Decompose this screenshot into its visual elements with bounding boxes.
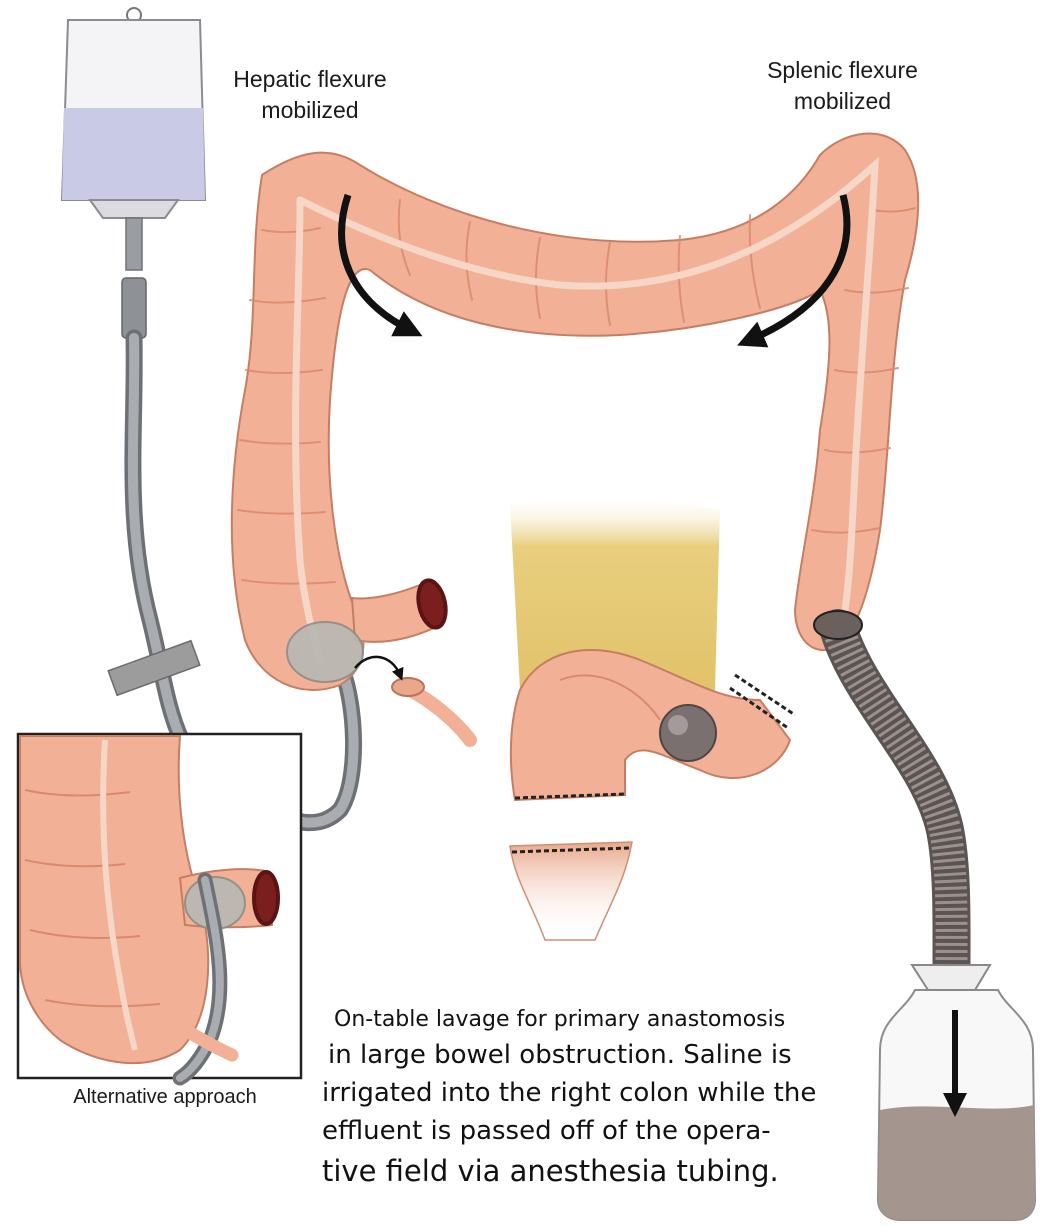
rectal-staple-line	[511, 846, 631, 854]
anesthesia-tubing-ribs	[822, 622, 968, 1011]
saline-bag	[60, 7, 207, 339]
sigmoid-segment	[509, 649, 792, 802]
tubing-clamp	[107, 639, 201, 697]
figure-caption: On-table lavage for primary anastomosis …	[322, 1004, 862, 1192]
ileum	[350, 578, 448, 643]
proximal-staple-line	[734, 673, 796, 717]
sigmoid-colon	[509, 649, 796, 802]
hepatic-label-line-2: mobilized	[261, 97, 359, 123]
caption-line-1: On-table lavage for primary anastomosis	[334, 1007, 786, 1032]
haustral-folds	[237, 199, 916, 585]
colon-body	[230, 132, 920, 691]
alternative-approach-inset	[16, 732, 303, 1086]
caption-line-3: irrigated into the right colon while the	[322, 1078, 817, 1108]
splenic-mobilization-arrow	[737, 194, 851, 348]
saline-fluid	[62, 108, 205, 200]
caption-line-2: in large bowel obstruction. Saline is	[328, 1040, 792, 1070]
hepatic-label-line-1: Hepatic flexure	[233, 66, 387, 92]
obstructing-tumor	[659, 704, 717, 762]
hepatic-mobilization-arrow	[338, 193, 423, 337]
appendix-cut-end	[391, 677, 425, 697]
ileum-lumen	[416, 578, 448, 630]
bag-port	[125, 217, 143, 271]
colon	[230, 132, 920, 691]
inset-taenia-coli	[100, 739, 138, 1051]
rectal-stump	[509, 841, 633, 941]
caption-line-5: tive field via anesthesia tubing.	[322, 1154, 779, 1188]
inset-tubing-highlight	[176, 876, 224, 1082]
drip-chamber	[121, 277, 147, 339]
splenic-label-line-1: Splenic flexure	[767, 57, 918, 83]
inset-ileum-lumen	[252, 870, 280, 926]
bag-neck	[88, 199, 180, 219]
distal-staple-line-upper	[514, 792, 626, 800]
inset-colon	[19, 735, 210, 1064]
splenic-label-line-2: mobilized	[793, 88, 892, 114]
appendix-arrow	[354, 655, 404, 681]
tumor-texture	[668, 715, 688, 735]
inset-caption: Alternative approach	[73, 1086, 257, 1108]
inset-haustral-folds	[24, 789, 161, 1008]
catheter-balloon	[286, 621, 364, 683]
tubing-colon-connector	[813, 610, 863, 640]
mesenteric-fat	[510, 498, 720, 690]
effluent-bottle	[876, 964, 1037, 1221]
effluent-fluid	[878, 1105, 1035, 1220]
hepatic-flexure-label: Hepatic flexure mobilized	[205, 64, 415, 126]
appendix	[354, 655, 477, 747]
caption-line-4: effluent is passed off of the opera-	[322, 1116, 771, 1146]
appendix-body	[403, 683, 477, 747]
proximal-staple-line-2	[729, 686, 789, 730]
sigmoid-fold	[559, 674, 661, 721]
bottle-seal	[910, 964, 992, 991]
splenic-flexure-label: Splenic flexure mobilized	[740, 55, 945, 117]
rectal-stump-body	[509, 841, 633, 941]
inset-appendix	[153, 1008, 239, 1062]
